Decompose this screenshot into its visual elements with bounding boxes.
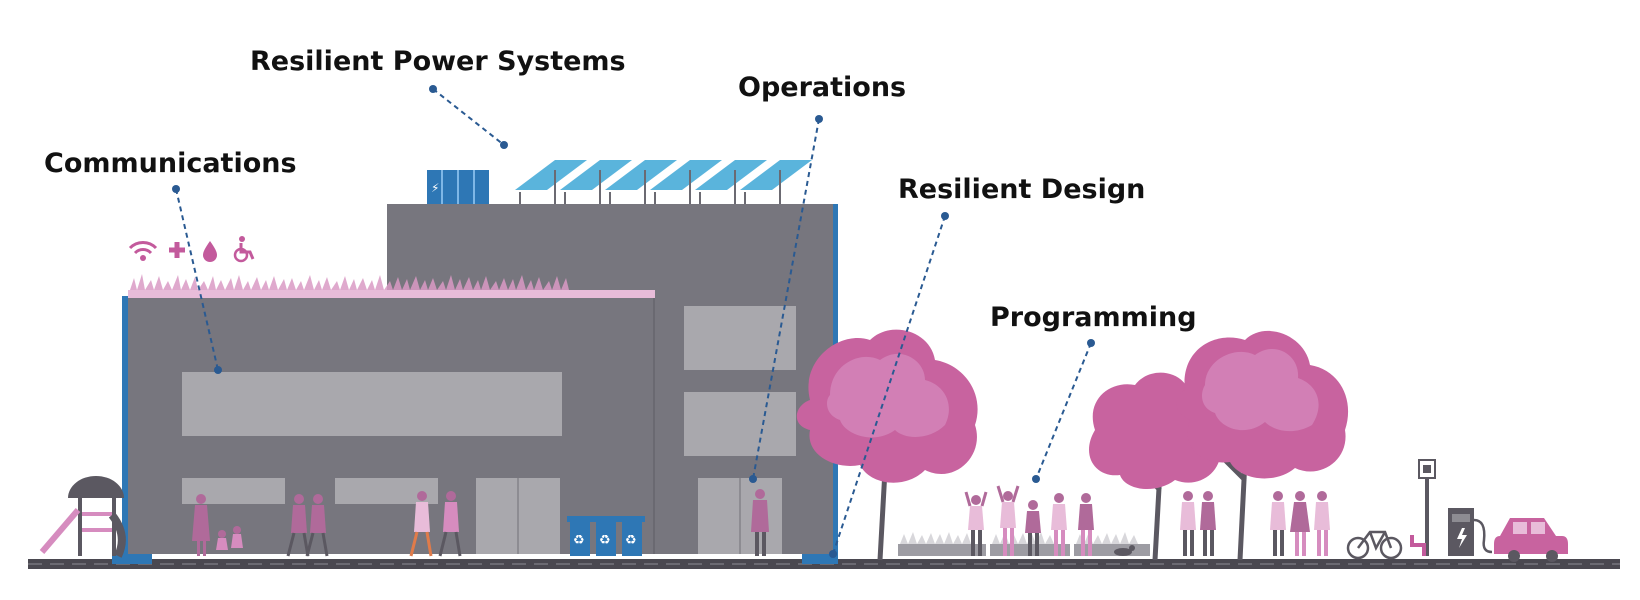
solar-panels <box>515 160 812 205</box>
person <box>1180 491 1196 556</box>
leader-resilient-design <box>829 212 949 558</box>
leader-operations <box>749 115 823 483</box>
tree-left <box>796 329 978 561</box>
svg-text:♻: ♻ <box>573 533 585 548</box>
ev-charger-icon <box>1448 508 1493 556</box>
label-resilient-design: Resilient Design <box>898 174 1146 205</box>
trees <box>796 329 1349 561</box>
car-icon <box>1494 518 1568 562</box>
building <box>112 204 838 564</box>
solar-panel <box>695 160 767 205</box>
water-drop-icon <box>203 241 217 262</box>
person <box>231 526 243 548</box>
solar-panel <box>650 160 722 205</box>
service-icons <box>128 236 255 263</box>
person <box>1290 491 1310 556</box>
svg-text:♻: ♻ <box>599 533 611 548</box>
person <box>1078 493 1094 556</box>
person <box>1270 491 1286 556</box>
battery-storage-icon: ⚡ <box>427 170 489 204</box>
people-group-building <box>192 489 769 557</box>
label-communications: Communications <box>44 148 297 179</box>
window <box>182 372 562 436</box>
recycling-bins: ♻ ♻ ♻ <box>567 516 645 556</box>
people-group-park <box>1180 491 1330 556</box>
green-roof <box>128 274 655 298</box>
solar-panel <box>515 160 587 205</box>
person <box>1051 493 1067 556</box>
wifi-icon <box>128 241 158 261</box>
svg-text:⚡: ⚡ <box>431 181 439 195</box>
solar-panel <box>605 160 677 205</box>
leader-communications <box>172 185 222 374</box>
person <box>216 530 228 550</box>
wheelchair-icon <box>233 236 255 263</box>
label-programming: Programming <box>990 302 1197 333</box>
plus-icon <box>169 242 185 258</box>
bicycle-icon <box>1346 530 1403 560</box>
solar-panel <box>560 160 632 205</box>
dog <box>1114 545 1135 556</box>
label-operations: Operations <box>738 72 907 103</box>
person <box>1314 491 1330 556</box>
person <box>438 491 462 557</box>
label-resilient-power-systems: Resilient Power Systems <box>250 46 626 77</box>
leader-programming <box>1032 339 1095 483</box>
solar-panel <box>740 160 812 205</box>
playground <box>39 476 126 558</box>
svg-text:♻: ♻ <box>625 533 637 548</box>
person <box>192 494 210 556</box>
person <box>305 494 329 557</box>
parking-sign <box>1410 459 1436 556</box>
person <box>751 489 769 556</box>
person <box>409 491 433 557</box>
person <box>964 491 988 556</box>
window <box>684 306 796 370</box>
window <box>684 392 796 456</box>
tree-right <box>1176 330 1349 561</box>
people-group-programming <box>964 485 1135 556</box>
planters <box>898 532 1150 556</box>
leader-resilient-power <box>429 85 508 149</box>
person <box>1200 491 1216 556</box>
person <box>996 485 1020 556</box>
leader-lines <box>172 85 1095 558</box>
person <box>1025 500 1041 556</box>
